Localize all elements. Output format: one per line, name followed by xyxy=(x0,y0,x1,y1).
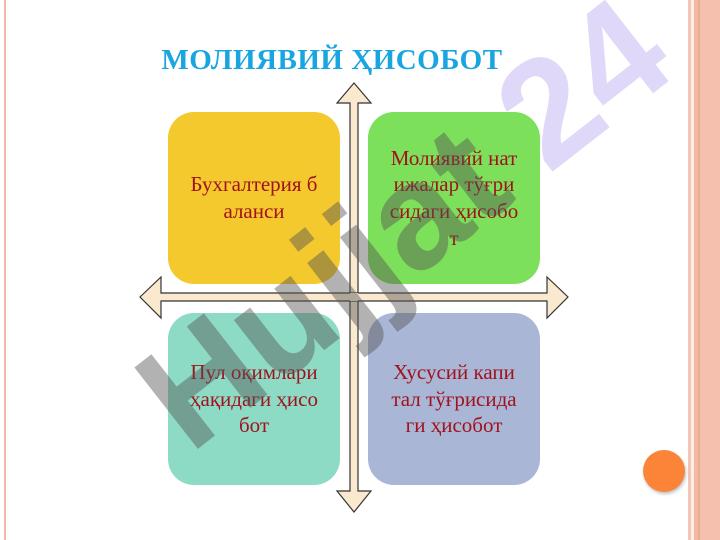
quadrant-cash-flows: Пул оқимлари ҳақидаги ҳисобот xyxy=(168,313,340,485)
watermark-text-1: Hujjat xyxy=(106,91,538,480)
slide-left-border xyxy=(4,0,6,540)
watermark-text-2: 24 xyxy=(465,0,700,200)
slide-right-stripes xyxy=(688,0,720,540)
slide-title: МОЛИЯВИЙ ҲИСОБОТ xyxy=(161,44,503,76)
quadrant-balance-sheet: Бухгалтерия баланси xyxy=(168,112,340,284)
quadrant-label: Хусусий капитал тўғрисидаги ҳисобот xyxy=(391,360,517,438)
watermark: Hujjat 24 xyxy=(106,0,699,480)
quadrant-label: Бухгалтерия баланси xyxy=(190,172,318,223)
quadrant-equity: Хусусий капитал тўғрисидаги ҳисобот xyxy=(368,313,540,485)
quadrant-financial-results: Молиявий натижалар тўғрисидаги ҳисобот xyxy=(368,112,540,284)
quadrant-label: Пул оқимлари ҳақидаги ҳисобот xyxy=(190,360,318,438)
quadrant-label: Молиявий натижалар тўғрисидаги ҳисобот xyxy=(389,145,519,250)
decorative-orange-circle xyxy=(643,450,685,492)
